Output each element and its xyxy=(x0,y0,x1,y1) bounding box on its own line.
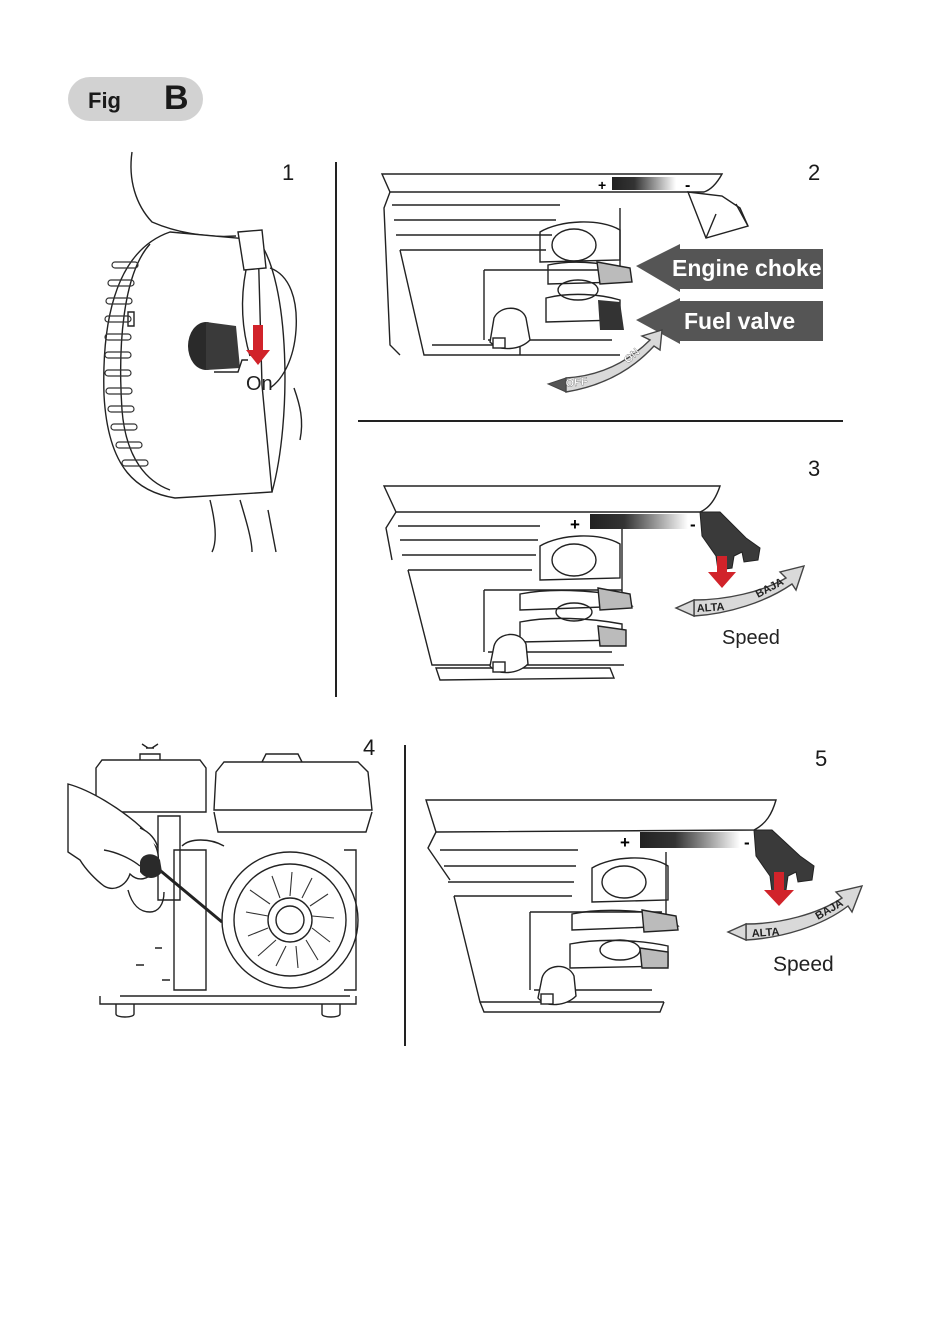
panel-5-baja-label: BAJA xyxy=(814,897,846,922)
panel-3-scale-minus: - xyxy=(690,515,696,534)
panel-5-alta-baja-arrow-icon xyxy=(728,886,862,940)
on-label: On xyxy=(246,373,273,395)
panel-5-carburetor xyxy=(426,800,776,1012)
off-label: OFF xyxy=(565,376,588,390)
panel-3-alta-baja-arrow-icon xyxy=(676,566,804,616)
panel-2-scale-minus: - xyxy=(685,177,690,194)
panel-3-lever xyxy=(700,512,760,570)
panel-5-scale-minus: - xyxy=(744,833,750,852)
panel-2-speed-scale xyxy=(612,177,676,190)
panel-5-red-arrow-icon xyxy=(764,872,794,906)
callout-fuel-valve-text: Fuel valve xyxy=(684,308,795,334)
panel-3-speed-scale xyxy=(590,514,688,529)
panel-4-engine-front xyxy=(96,744,372,1017)
panel-5-speed-label: Speed xyxy=(773,953,834,976)
panel-2-scale-plus: + xyxy=(598,177,606,193)
panel-3-scale-plus: + xyxy=(570,515,580,534)
callout-engine-choke-text: Engine choke xyxy=(672,255,822,281)
panel-5-speed-scale xyxy=(640,832,740,848)
panel-5-scale-plus: + xyxy=(620,833,630,852)
panel-5-alta-label: ALTA xyxy=(751,926,780,940)
panel-3-alta-label: ALTA xyxy=(696,601,725,615)
panel-3-speed-label: Speed xyxy=(722,627,780,649)
